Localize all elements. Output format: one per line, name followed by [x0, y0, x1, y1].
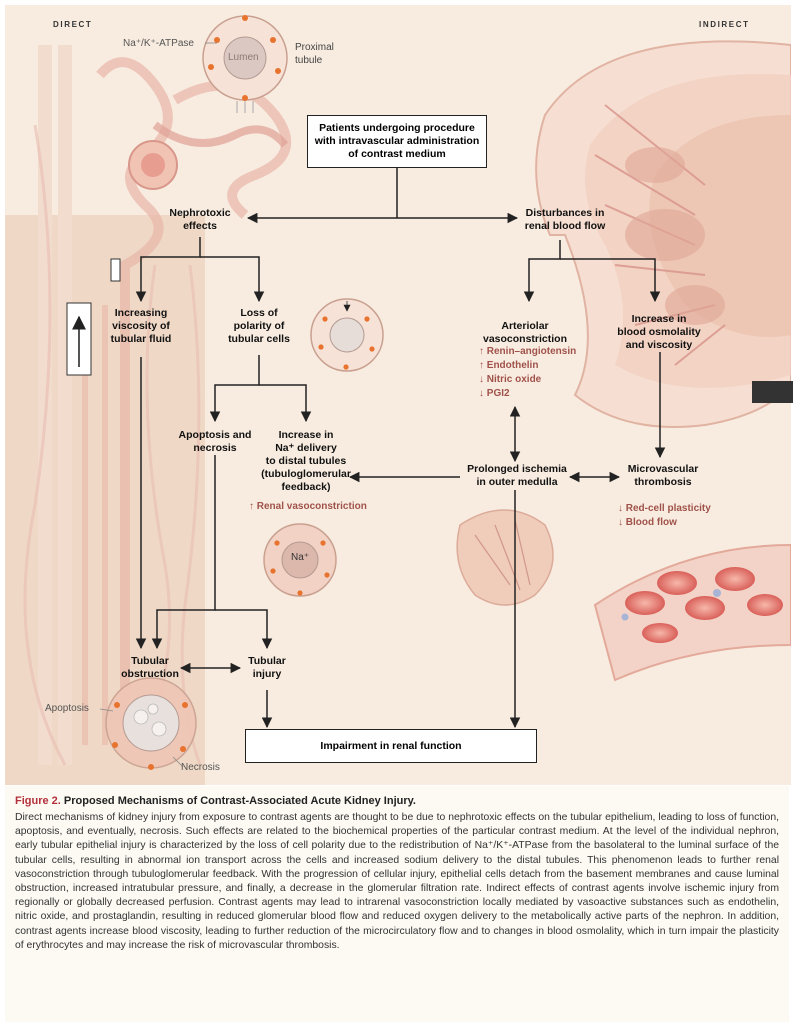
nephron-illustration — [5, 45, 292, 785]
na-plus-label: Na⁺ — [291, 552, 310, 563]
polarity-cell-diagram — [310, 298, 384, 372]
patients-box: Patients undergoing procedure with intra… — [307, 115, 487, 168]
loss-of-polarity-node: Loss of polarity of tubular cells — [228, 307, 290, 345]
tubular-injury-node: Tubular injury — [248, 655, 286, 680]
indirect-heading: INDIRECT — [699, 20, 750, 29]
tubular-viscosity-node: Increasing viscosity of tubular fluid — [110, 307, 172, 345]
figure-label: Figure 2. — [15, 795, 61, 807]
factor-nitric-oxide: ↓ Nitric oxide — [479, 374, 542, 385]
blood-vessel-illustration — [593, 543, 791, 682]
blood-osmolality-node: Increase in blood osmolality and viscosi… — [617, 313, 701, 351]
apoptosis-necrosis-node: Apoptosis and necrosis — [178, 429, 252, 454]
apoptosis-necrosis-cell-diagram — [99, 677, 197, 770]
direct-heading: DIRECT — [53, 20, 93, 29]
figure-caption: Figure 2. Proposed Mechanisms of Contras… — [5, 786, 789, 1022]
figure-panel: DIRECT INDIRECT Na⁺/K⁺-ATPase Lumen Prox… — [5, 5, 791, 785]
lumen-label: Lumen — [228, 52, 259, 63]
caption-title-line: Figure 2. Proposed Mechanisms of Contras… — [15, 795, 416, 807]
factor-endothelin: ↑ Endothelin — [479, 360, 539, 371]
prolonged-ischemia-node: Prolonged ischemia in outer medulla — [467, 463, 567, 488]
factor-blood-flow: ↓ Blood flow — [618, 517, 677, 528]
kidney-illustration — [535, 40, 791, 428]
proximal-tubule-label: Proximal tubule — [295, 42, 334, 66]
flowchart-connectors — [135, 167, 666, 729]
impairment-box: Impairment in renal function — [245, 729, 537, 763]
apoptosis-label: Apoptosis — [45, 703, 89, 714]
microvascular-thrombosis-node: Microvascular thrombosis — [627, 463, 699, 488]
caption-body: Direct mechanisms of kidney injury from … — [15, 812, 779, 951]
na-delivery-cell-diagram — [263, 523, 337, 597]
vasoconstriction-factors: ↑ Renin–angiotensin ↑ Endothelin ↓ Nitri… — [479, 345, 576, 401]
factor-red-cell-plasticity: ↓ Red-cell plasticity — [618, 503, 711, 514]
page-tab-marker — [752, 381, 793, 403]
medulla-illustration — [456, 509, 554, 606]
tubular-obstruction-node: Tubular obstruction — [121, 655, 179, 680]
renal-blood-flow-node: Disturbances in renal blood flow — [524, 207, 606, 232]
na-delivery-node: Increase in Na⁺ delivery to distal tubul… — [261, 429, 351, 493]
atpase-label: Na⁺/K⁺-ATPase — [123, 38, 194, 49]
factor-pgi2: ↓ PGI2 — [479, 388, 510, 399]
necrosis-label: Necrosis — [181, 762, 220, 773]
factor-renin: ↑ Renin–angiotensin — [479, 346, 577, 357]
arteriolar-vasoconstriction-node: Arteriolar vasoconstriction — [482, 320, 568, 345]
caption-title: Proposed Mechanisms of Contrast-Associat… — [63, 795, 416, 807]
illustration-layer — [5, 15, 791, 785]
proximal-tubule-cross-section — [202, 15, 288, 113]
thrombosis-factors: ↓ Red-cell plasticity ↓ Blood flow — [618, 502, 711, 530]
nephrotoxic-effects-node: Nephrotoxic effects — [169, 207, 231, 232]
renal-vasoconstriction-note: ↑ Renal vasoconstriction — [249, 501, 367, 512]
